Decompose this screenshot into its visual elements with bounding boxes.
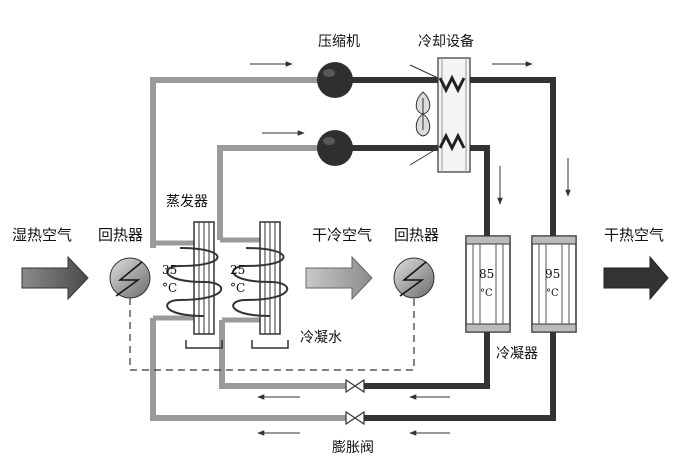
air-arrow-humid-hot [21, 255, 89, 301]
evaporator-2 [232, 221, 289, 349]
humid-hot-air-label: 湿热空气 [12, 226, 72, 244]
pipe-lower-suction [217, 145, 318, 240]
condenser-2 [531, 235, 577, 333]
heat-recovery-right [393, 257, 435, 299]
dry-cold-air-label: 干冷空气 [312, 226, 372, 244]
air-arrow-dry-hot [603, 255, 669, 301]
evap-2-temp-unit: °C [230, 281, 245, 295]
cooling-equipment [409, 57, 471, 173]
pipe-upper-discharge [352, 77, 556, 236]
heat-recovery-right-label: 回热器 [394, 226, 439, 244]
condenser-2-temp-unit: °C [546, 288, 559, 299]
expansion-valve-lower [345, 410, 365, 426]
condensate-tray [185, 340, 223, 349]
evaporator-label: 蒸发器 [166, 194, 208, 210]
heat-recovery-left-label: 回热器 [98, 226, 143, 244]
compressor-upper [317, 62, 353, 98]
condenser-1 [465, 235, 511, 333]
condenser-label: 冷凝器 [496, 346, 538, 362]
pipe-inner-return-dark [364, 332, 490, 389]
evap-2-temp-value: 25 [230, 263, 245, 277]
compressor-lower [317, 130, 353, 166]
evap-1-temp-value: 35 [162, 263, 177, 277]
evaporator-1 [166, 221, 223, 349]
condenser-1-temp-unit: °C [480, 288, 493, 299]
expansion-valve-label: 膨胀阀 [332, 439, 374, 456]
refrigerant-piping [150, 77, 556, 421]
cooling-equipment-label: 冷却设备 [418, 33, 474, 50]
expansion-valve-upper [345, 378, 365, 394]
condensate-tray [251, 340, 289, 349]
pipe-outer-return-gray [150, 318, 346, 421]
heat-recovery-dashed-line [129, 298, 415, 371]
flow-arrows [250, 61, 571, 436]
pipe-outer-return-dark [364, 332, 556, 421]
compressor-label: 压缩机 [318, 34, 360, 50]
heat-recovery-left [109, 257, 151, 299]
pipe-lower-discharge [352, 145, 490, 236]
dry-hot-air-label: 干热空气 [604, 226, 664, 244]
fan-icon [409, 64, 439, 166]
condenser-2-temp-value: 95 [545, 267, 560, 281]
pipe-upper-suction [150, 77, 318, 248]
condensate-water-label: 冷凝水 [300, 330, 342, 346]
air-arrow-dry-cold [305, 255, 373, 301]
evap-1-temp-unit: °C [162, 281, 177, 295]
condenser-1-temp-value: 85 [479, 267, 494, 281]
